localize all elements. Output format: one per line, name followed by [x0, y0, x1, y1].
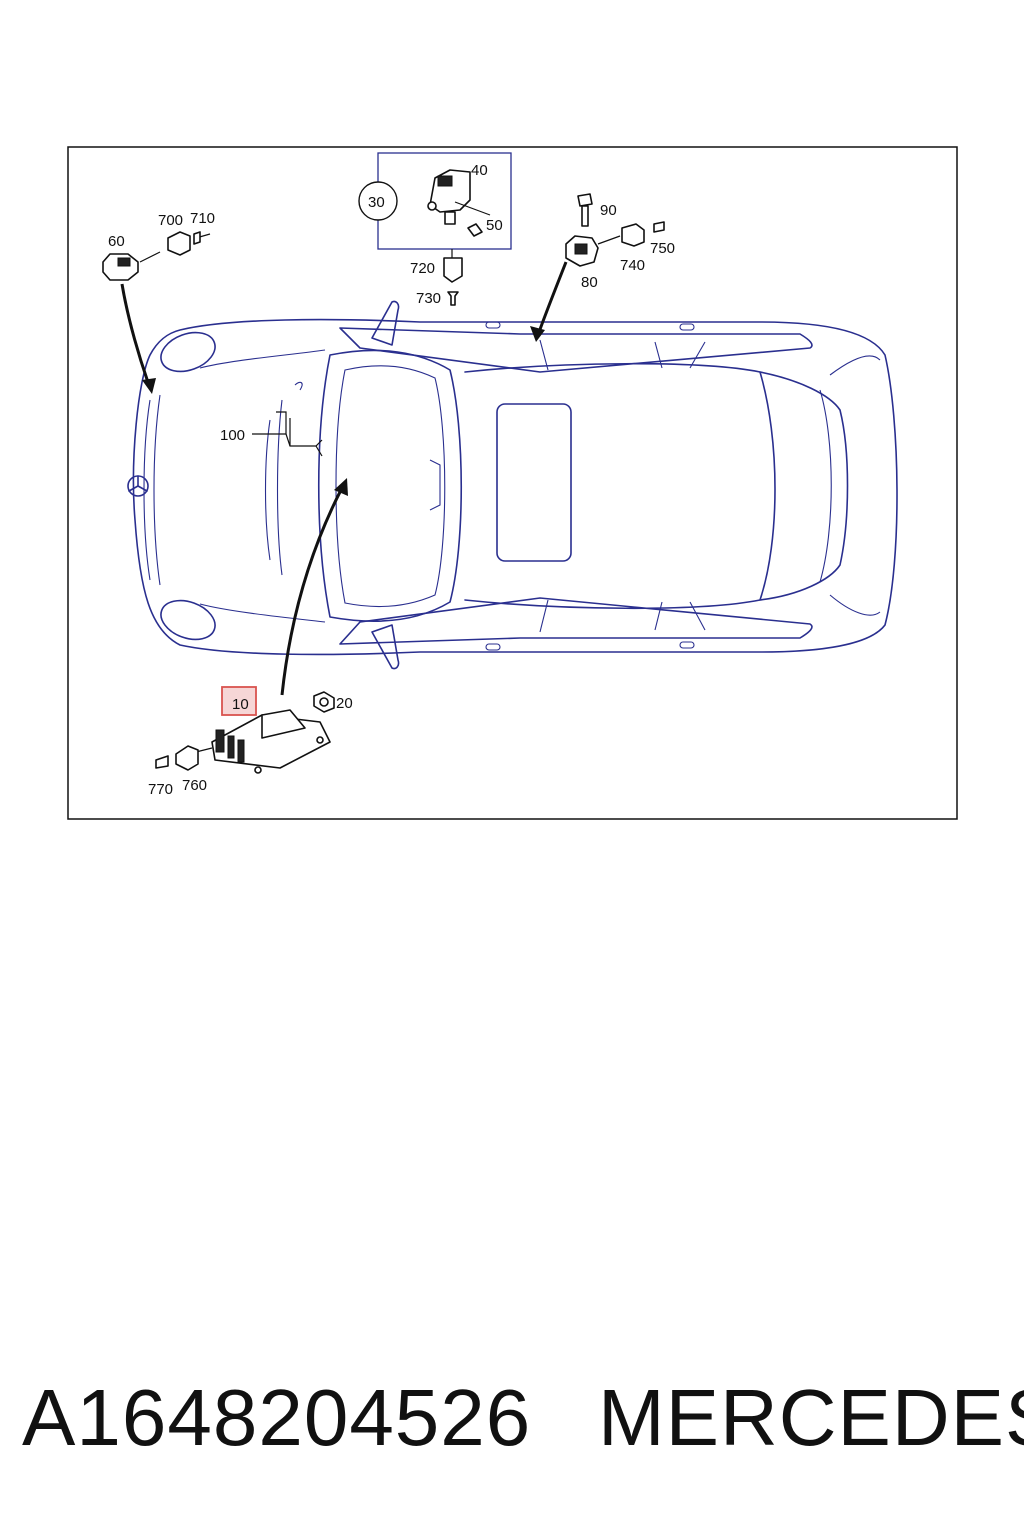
arrow-10-to-cabin	[280, 487, 344, 696]
part-50-bolt	[467, 223, 483, 237]
label-60: 60	[108, 233, 125, 250]
part-720-connector	[443, 249, 463, 283]
part-number: A1648204526	[22, 1373, 532, 1462]
part-10-control-unit	[195, 709, 331, 774]
part-20-nut	[313, 691, 335, 713]
parts-diagram: 10 20 30 40 50 60 80 90 100 700 710 720 …	[67, 146, 958, 820]
diagram-frame	[67, 146, 958, 820]
label-710: 710	[190, 210, 215, 227]
part-40-sensor	[427, 169, 491, 225]
label-750: 750	[650, 240, 675, 257]
part-740-connector	[621, 223, 645, 247]
callout-30-circle	[358, 181, 398, 221]
part-770-screw	[155, 755, 169, 769]
label-730: 730	[416, 290, 441, 307]
label-20: 20	[336, 695, 353, 712]
label-40: 40	[471, 162, 488, 179]
highlight-box-10	[221, 686, 257, 716]
label-90: 90	[600, 202, 617, 219]
part-100-wiring-harness	[252, 411, 323, 457]
label-760: 760	[182, 777, 207, 794]
label-770: 770	[148, 781, 173, 798]
mercedes-star-icon	[127, 475, 149, 497]
part-80-sensor	[565, 235, 621, 267]
arrow-head-60	[142, 378, 156, 394]
arrow-head-80	[530, 326, 545, 342]
arrow-80-to-pillar	[536, 261, 568, 336]
brand-name: MERCEDES	[598, 1373, 1024, 1462]
part-60-sensor	[102, 251, 161, 281]
part-90-bolt	[577, 193, 593, 227]
label-100: 100	[220, 427, 245, 444]
label-720: 720	[410, 260, 435, 277]
part-710-screw	[193, 231, 211, 245]
label-30: 30	[368, 194, 385, 211]
vehicle-top-view	[127, 300, 898, 670]
label-700: 700	[158, 212, 183, 229]
arrow-60-to-front	[120, 283, 152, 389]
label-740: 740	[620, 257, 645, 274]
arrow-head-10	[334, 478, 348, 496]
part-750-screw	[653, 221, 665, 233]
footer-caption: A1648204526 MERCEDES	[0, 1370, 1024, 1470]
label-50: 50	[486, 217, 503, 234]
label-10: 10	[232, 696, 249, 713]
label-80: 80	[581, 274, 598, 291]
part-730-screw	[447, 291, 459, 306]
part-700-connector	[167, 231, 191, 256]
part-760-connector	[175, 745, 199, 771]
